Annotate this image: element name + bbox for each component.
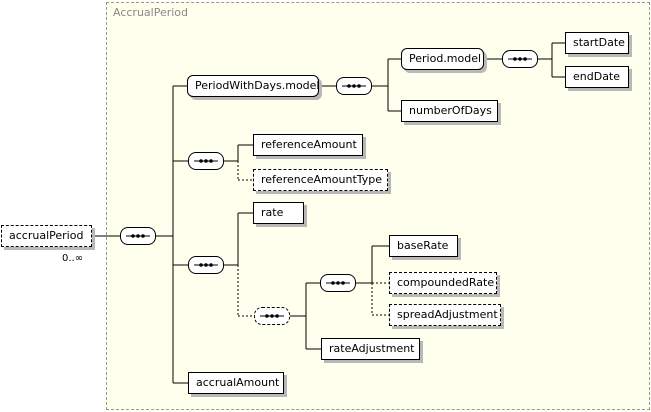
start-date-element[interactable]: startDate	[565, 32, 629, 54]
spread-adjustment-element[interactable]: spreadAdjustment	[389, 304, 501, 326]
base-rate-element[interactable]: baseRate	[389, 235, 458, 257]
accrual-amount-element[interactable]: accrualAmount	[188, 372, 284, 394]
sequence-compositor-icon[interactable]	[320, 274, 356, 292]
sequence-compositor-icon[interactable]	[188, 152, 224, 170]
sequence-compositor-icon[interactable]	[120, 227, 156, 245]
compounded-rate-element[interactable]: compoundedRate	[389, 272, 497, 294]
period-with-days-model-group[interactable]: PeriodWithDays.model	[187, 75, 319, 97]
sequence-compositor-icon[interactable]	[188, 256, 224, 274]
type-label: AccrualPeriod	[113, 6, 189, 19]
period-model-group[interactable]: Period.model	[401, 48, 484, 70]
reference-amount-type-element[interactable]: referenceAmountType	[253, 169, 388, 191]
accrual-period-element[interactable]: accrualPeriod	[1, 225, 92, 247]
occurrence-label: 0..∞	[62, 253, 84, 264]
sequence-compositor-icon[interactable]	[502, 50, 538, 68]
rate-element[interactable]: rate	[253, 202, 304, 224]
number-of-days-element[interactable]: numberOfDays	[401, 100, 498, 122]
rate-adjustment-element[interactable]: rateAdjustment	[321, 338, 420, 360]
reference-amount-element[interactable]: referenceAmount	[253, 134, 363, 156]
optional-sequence-compositor-icon[interactable]	[254, 307, 290, 325]
sequence-compositor-icon[interactable]	[336, 77, 372, 95]
end-date-element[interactable]: endDate	[565, 66, 629, 88]
